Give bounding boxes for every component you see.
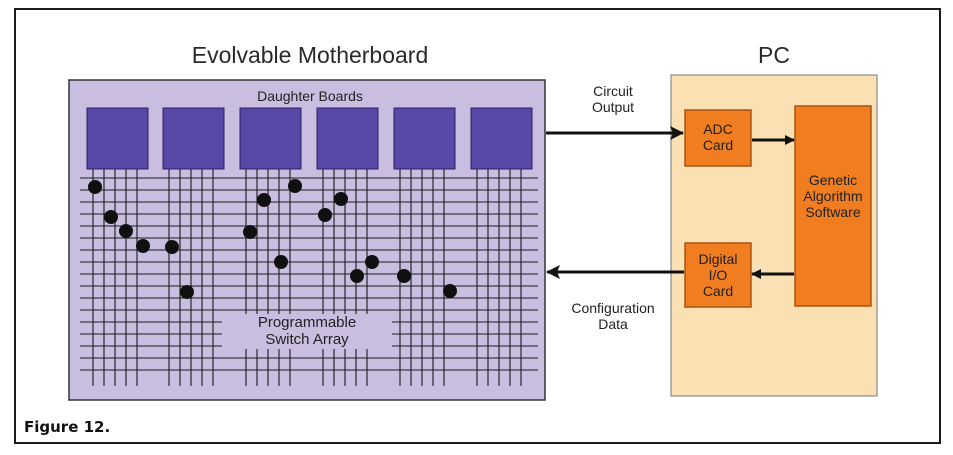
- switch-dot: [165, 240, 179, 254]
- switch-dot: [334, 192, 348, 206]
- switch-dot: [274, 255, 288, 269]
- pc-title: PC: [758, 42, 790, 68]
- switch-dot: [397, 269, 411, 283]
- switch-dot: [243, 225, 257, 239]
- adc-card: [684, 109, 752, 167]
- daughter-board: [162, 107, 225, 170]
- switch-dot: [136, 239, 150, 253]
- switch-dot: [180, 285, 194, 299]
- switch-dot: [88, 180, 102, 194]
- daughter-boards: [86, 107, 533, 170]
- switch-dot: [318, 208, 332, 222]
- digital-io-card-label: Digital I/O Card: [698, 251, 738, 300]
- motherboard-title: Evolvable Motherboard: [191, 42, 429, 68]
- daughter-board: [316, 107, 379, 170]
- digital-io-card: [684, 242, 752, 308]
- daughter-board: [86, 107, 149, 170]
- switch-array-label: Programmable Switch Array: [222, 314, 392, 349]
- switch-dot: [365, 255, 379, 269]
- genetic-algorithm-block: [794, 105, 872, 307]
- switch-dot: [288, 179, 302, 193]
- switch-dot: [104, 210, 118, 224]
- circuit-output-label: Circuit Output: [591, 83, 635, 116]
- daughter-boards-label: Daughter Boards: [257, 88, 363, 104]
- switch-dot: [443, 284, 457, 298]
- switch-dot: [119, 224, 133, 238]
- daughter-board: [470, 107, 533, 170]
- switch-dot: [257, 193, 271, 207]
- adc-card-label: ADC Card: [702, 121, 734, 154]
- configuration-data-label: Configuration Data: [571, 300, 655, 333]
- daughter-board: [239, 107, 302, 170]
- daughter-board: [393, 107, 456, 170]
- switch-connections: [88, 179, 457, 299]
- genetic-algorithm-label: Genetic Algorithm Software: [803, 172, 863, 221]
- switch-dot: [350, 269, 364, 283]
- figure-caption: Figure 12.: [24, 418, 111, 436]
